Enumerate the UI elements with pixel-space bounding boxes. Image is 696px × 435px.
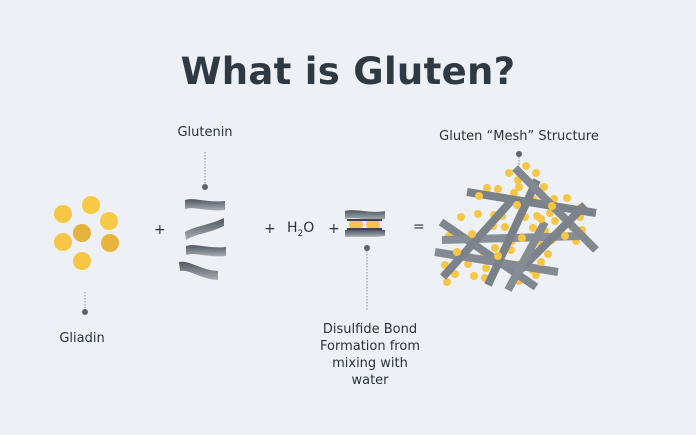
page-title: What is Gluten? (180, 50, 516, 93)
plus-operator-1: + (154, 222, 166, 238)
disulfide-line-1: Disulfide Bond (322, 322, 418, 337)
plus-operator-2: + (264, 221, 276, 237)
disulfide-line-3: mixing with (332, 356, 408, 371)
disulfide-bond-icon (345, 210, 385, 237)
water-label: H2O (287, 220, 314, 239)
plus-operator-3: + (328, 221, 340, 237)
disulfide-label: Disulfide Bond Formation from mixing wit… (308, 321, 432, 389)
glutenin-strands-icon (179, 199, 226, 280)
gliadin-pointer (82, 292, 88, 315)
gliadin-molecule-icon (54, 196, 119, 270)
glutenin-label: Glutenin (177, 125, 233, 140)
glutenin-pointer (202, 152, 208, 190)
disulfide-line-2: Formation from (319, 339, 420, 354)
mesh-pointer (516, 151, 522, 166)
gliadin-label: Gliadin (59, 331, 105, 346)
water-o: O (303, 220, 315, 236)
equals-operator: = (413, 219, 425, 235)
gluten-mesh-icon (434, 162, 599, 292)
disulfide-line-4: water (351, 373, 389, 388)
disulfide-pointer (364, 245, 370, 311)
mesh-label: Gluten “Mesh” Structure (439, 129, 599, 144)
water-h: H (287, 220, 298, 236)
water-subscript: 2 (297, 228, 304, 239)
